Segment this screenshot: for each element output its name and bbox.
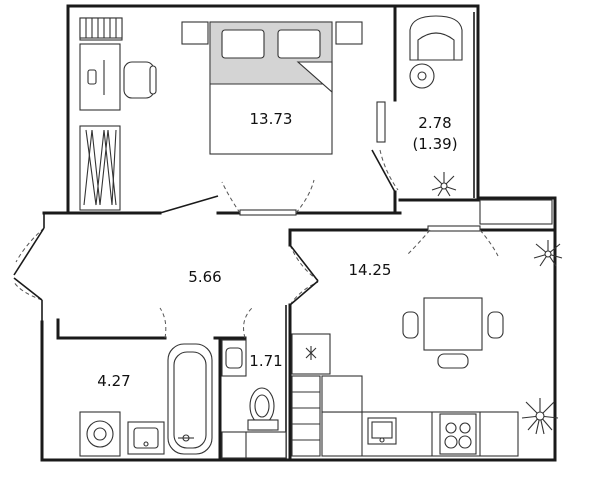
bedroom-door-swing [221,181,241,214]
wc-shelf [247,419,279,431]
dining-chair-bottom-icon [437,353,469,369]
washing-machine-icon [79,411,121,457]
room-area-bathroom: 4.27 [97,372,130,390]
outer-wall-balcony [40,196,557,462]
pillow-left-icon [221,29,265,59]
blanket-corner [296,61,333,94]
bedroom-furniture [79,17,363,211]
boiler-icon [291,333,331,375]
armchair-icon [409,15,463,61]
room-area-balcony-secondary: (1.39) [412,135,457,153]
shelving-unit [291,375,321,457]
bedroom-window [239,209,297,216]
pillow-right-icon [277,29,321,59]
hall-door-leaf-bottom [289,280,319,306]
desk-mouse-icon [87,69,97,85]
balcony-door-frame [376,101,386,143]
entrance-door-leaf-top [13,227,45,276]
kitchen-counter [321,411,519,457]
entrance-door-leaf-bottom [13,277,43,301]
dining-table [423,297,483,351]
bath-door-swing [159,307,167,339]
kitchen-sink-icon [367,417,397,445]
walls [40,4,557,462]
room-labels: 13.73 2.78 (1.39) 5.66 14.25 4.27 1.71 [97,110,457,390]
kitchen-furniture [291,240,563,457]
entrance-door-swing-top [15,227,45,263]
balcony-door-leaf [371,149,396,193]
bathroom-furniture [79,343,213,457]
room-area-living-kitchen: 14.25 [349,261,392,279]
fridge [321,375,363,413]
room-area-bedroom: 13.73 [250,110,293,128]
dining-chair-right-icon [487,311,504,339]
balcony-ledge [479,199,553,225]
side-table-icon [409,63,435,89]
kitchen-door-swing-r [479,229,499,257]
hall-door-leaf-top [289,244,319,282]
bedroom-door-swing-r [295,179,315,214]
plant-icon [431,172,457,197]
desk [79,43,121,111]
room-area-balcony: 2.78 [418,114,451,132]
kitchen-door-swing [407,229,431,255]
outer-wall-top [66,4,480,215]
wc-door-swing [243,307,253,339]
bath-sink-icon [127,421,165,455]
stove-icon [439,413,477,455]
balcony-furniture [409,15,463,197]
plant-icon-kitchen [533,240,563,267]
nightstand-right [335,21,363,45]
wardrobe [79,125,121,211]
wc-cabinet [221,431,287,459]
plant-icon-corner [521,398,559,435]
radiator-icon [79,17,123,39]
windows [239,101,553,232]
doors [13,149,499,339]
room-area-toilet: 1.71 [249,352,282,370]
dining-chair-left-icon [402,311,419,339]
nightstand-left [181,21,209,45]
kitchen-window [427,225,481,232]
bathtub-icon [167,343,213,455]
hall-kitchen-swing [289,244,319,281]
room-area-hallway: 5.66 [188,268,221,286]
bedroom-door-leaf [159,195,219,214]
wc-furniture [221,339,287,459]
balcony-door-swing [379,149,399,191]
wc-sink-icon [221,339,247,377]
desk-chair-icon [123,61,157,99]
entrance-door-swing [13,281,43,301]
